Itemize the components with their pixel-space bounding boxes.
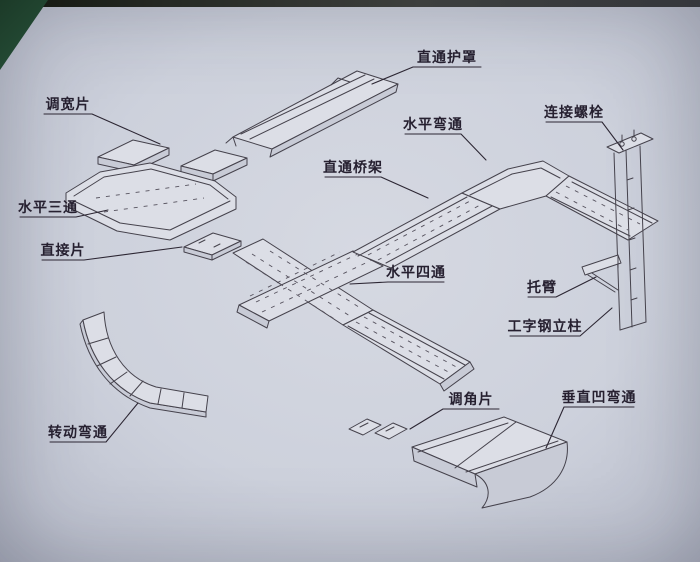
support-arm-part (581, 254, 622, 293)
label-rotating-bend: 转动弯通 (48, 424, 108, 441)
labels: 直通护罩 调宽片 水平弯通 连接螺栓 直通桥架 水平三通 直接片 水平四通 托臂… (18, 49, 637, 441)
label-direct-piece: 直接片 (41, 242, 86, 259)
straight-cover-part (225, 70, 399, 158)
leader-i-beam-column (509, 307, 613, 337)
label-straight-cover: 直通护罩 (417, 49, 477, 66)
leader-support-arm (527, 276, 597, 298)
leader-horizontal-cross (349, 281, 445, 285)
label-straight-tray: 直通桥架 (323, 159, 383, 176)
width-adjust-part (97, 139, 248, 182)
lower-tray-part (342, 309, 475, 392)
label-angle-adjust-piece: 调角片 (449, 391, 494, 408)
label-i-beam-column: 工字钢立柱 (508, 318, 583, 335)
label-connecting-bolt: 连接螺栓 (544, 104, 604, 121)
leader-rotating-bend (49, 402, 139, 443)
drawing (65, 70, 659, 509)
label-horizontal-bend: 水平弯通 (403, 116, 463, 133)
direct-piece-part (183, 232, 242, 261)
leader-straight-cover (371, 66, 482, 85)
leader-horizontal-tee (19, 209, 109, 218)
vertical-concave-bend-part (411, 416, 568, 509)
angle-adjust-part (348, 418, 408, 440)
leader-direct-piece (41, 246, 183, 261)
leader-angle-adjust (409, 408, 500, 430)
label-vertical-concave-bend: 垂直凹弯通 (562, 389, 637, 406)
leader-connecting-bolt (545, 121, 624, 151)
label-horizontal-tee: 水平三通 (18, 199, 78, 216)
leader-vertical-concave-bend (545, 406, 635, 449)
photo-top-edge (0, 0, 700, 7)
label-horizontal-cross: 水平四通 (386, 264, 446, 281)
leader-lines (19, 66, 635, 449)
label-support-arm: 托臂 (527, 279, 557, 296)
leader-straight-tray (324, 176, 429, 199)
rotating-bend-part (79, 311, 209, 418)
i-beam-column-part (606, 129, 654, 331)
label-width-adjust-piece: 调宽片 (46, 96, 91, 113)
leader-width-adjust (43, 113, 161, 145)
horizontal-tee-part (65, 162, 237, 241)
leader-horizontal-bend (404, 133, 487, 161)
straight-tray-part (352, 192, 501, 269)
horizontal-bend-part (461, 160, 659, 241)
